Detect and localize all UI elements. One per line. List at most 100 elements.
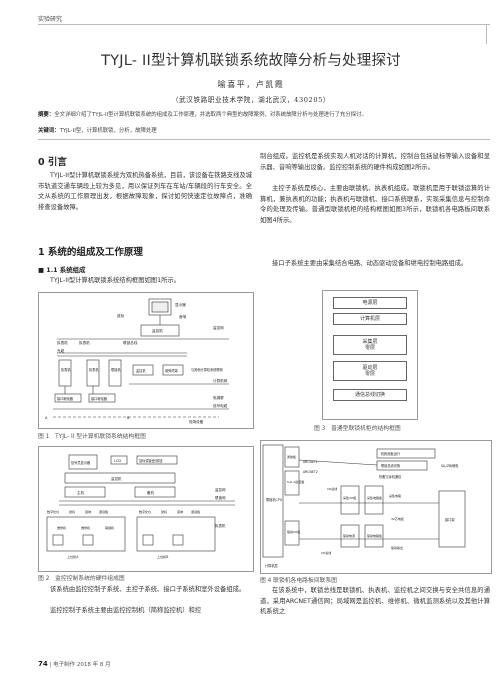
keywords: 关键词：TYJL-II型，计算机联锁，分析，故障处理 <box>38 127 490 135</box>
fig1-display-screen <box>151 301 169 313</box>
fig1-b-label: B <box>127 416 130 420</box>
page-footer: 74 | 电子制作 2018 年 8 月 <box>38 660 111 668</box>
abstract-separator <box>38 139 490 140</box>
fig2-c-label: 数字化仪 <box>47 509 59 514</box>
fig3-layer-1: 计算机层 <box>333 313 407 325</box>
fig2-i-label: 音响 <box>177 509 183 514</box>
fig4-calc-label: 计算机层 <box>265 563 278 568</box>
fig4-hw-label: 热备冗余机通信 <box>379 474 402 479</box>
fig1-unit-d-label: 监控机 <box>136 368 146 373</box>
fig4-drv-board <box>284 520 300 546</box>
fig4-net-mon <box>376 448 436 459</box>
figure-1-diagram: 显示器 鼠标 音响 监控机 监控网 执表机 执表机 联锁总线 光缆 执表机 执表… <box>45 298 229 424</box>
article-authors: 喻喜平，卢凯霞 <box>217 80 285 89</box>
fig4-collect-board <box>340 485 360 515</box>
figure-4-diagram: 联锁机CPU 通信板 ARCNET1 ARCNET2 S-D-A监控板 机柜面板… <box>262 444 466 568</box>
figure-2-caption: 图 2 监控控制系统的硬件组成图 <box>38 576 125 582</box>
fig2-o-label: 上位机B <box>157 554 168 559</box>
fig2-slot-2 <box>82 534 94 546</box>
fig2-unit-right <box>136 516 216 552</box>
figure-2: 信号员显示器 LCD 鼠标或键盘/按钮 监控机 主机 备机 监控网 联锁网 数字… <box>38 446 254 572</box>
fig1-dc-label: 与其他计算机系统联网 <box>191 367 223 372</box>
figure-3: 电源层计算机层采集层 零层驱动层 零层通信总线切换 <box>322 290 418 420</box>
section11-paragraph: TYJL-II型计算机联锁系统结构框图如图1所示。 <box>50 277 180 284</box>
intro-paragraph: TYJL-II型计算机联锁系统为双机热备系统，目前，该设备在铁路支线及城市轨道交… <box>38 172 252 211</box>
fig4-drvc-label: 驱动电路板 <box>367 533 382 538</box>
figure-4: 联锁机CPU 通信板 ARCNET1 ARCNET2 S-D-A监控板 机柜面板… <box>260 440 492 574</box>
fig2-slot-3 <box>142 534 154 546</box>
fig2-comm-box <box>68 454 98 470</box>
keywords-label: 关键词： <box>38 128 60 134</box>
figure-4-caption: 图 4 联锁机各电路板间联系图 <box>260 578 337 584</box>
figure-1: 显示器 鼠标 音响 监控机 监控网 执表机 执表机 联锁总线 光缆 执表机 执表… <box>38 292 254 429</box>
fig1-unit-b <box>86 359 100 387</box>
fig1-lock-bus-label: 联锁总线 <box>123 340 138 345</box>
fig2-net1-label: 监控网 <box>215 487 226 492</box>
fig1-unit-c <box>108 359 122 387</box>
fig4-drvio-label: 驱动电源 <box>343 533 355 538</box>
abstract-label: 摘要： <box>38 112 55 118</box>
figure-1-caption: 图 1 TYJL- II 型计算机联锁系统结构框图 <box>38 434 146 440</box>
fig2-m-label: 联锁机 <box>105 525 115 530</box>
section1-heading: 1 系统的组成及工作原理 <box>38 247 143 258</box>
fig2-e-label: 音响 <box>85 509 91 514</box>
figure-3-caption: 图 3 普通型联锁机柜的结构框图 <box>314 426 401 432</box>
fig2-exec-label: 执表机 <box>215 523 226 528</box>
fig1-audio-label: 音响 <box>179 314 187 319</box>
fig1-monitor-net-label: 监控网 <box>213 325 224 330</box>
fig1-mouse-label: 鼠标 <box>117 313 125 318</box>
fig2-keyboard-label: 鼠标或键盘/按钮 <box>139 458 163 463</box>
fig3-layer-2: 采集层 零层 <box>333 335 407 355</box>
fig4-cpu-label: 联锁机CPU <box>266 497 283 502</box>
fig1-unit-e <box>162 364 184 376</box>
left-bottom-paragraph-2: 监控控制子系统主要由监控控制机（简称监控机）和控 <box>50 607 202 614</box>
fig4-drvio-box <box>340 524 360 548</box>
fig4-iface-label: 接口架 <box>445 517 455 522</box>
fig2-monitor-box <box>64 472 176 484</box>
fig2-unit-left <box>46 516 126 552</box>
page-number: 74 <box>38 660 48 668</box>
fig4-io2-label: I/O总线 <box>321 550 331 555</box>
fig2-g-label: 数字化仪 <box>139 509 151 514</box>
fig4-cpu-frame <box>262 444 284 558</box>
fig1-driver-b <box>88 393 116 403</box>
fig4-comm-board <box>284 446 300 468</box>
fig1-unit-e-label: 维修终端 <box>165 368 179 373</box>
right-paragraph-3: 接口子系统主要由采集结合电路、动态驱动设备和继电控制电路组成。 <box>272 260 468 267</box>
fig4-io1-label: I/O总线 <box>327 486 337 491</box>
fig1-driver-a <box>54 393 82 403</box>
fig1-coord-label: 光缆 <box>57 348 65 353</box>
fig4-drv-label: 驱动I/O板 <box>287 529 300 534</box>
fig2-slot-4 <box>172 534 184 546</box>
fig4-comm-board-label: 通信板 <box>287 454 296 459</box>
fig2-host-a <box>64 486 106 498</box>
fig2-keyboard-box <box>136 455 178 465</box>
fig3-layer-3: 驱动层 零层 <box>333 361 407 381</box>
journal-name: 电子制作 2018 年 8 月 <box>53 662 111 668</box>
fig1-exec-b-label: 执表机 <box>79 340 90 345</box>
header-rule <box>38 24 490 25</box>
fig4-iface <box>438 490 466 548</box>
figure-2-diagram: 信号员显示器 LCD 鼠标或键盘/按钮 监控机 主机 备机 监控网 联锁网 数字… <box>46 454 235 559</box>
fig1-unit-c-label: 联锁机 <box>111 367 121 372</box>
keywords-text: TYJL-II型，计算机联锁，分析，故障处理 <box>59 128 157 134</box>
fig1-unit-b-label: 执表机 <box>89 367 99 372</box>
fig1-computer-net-label: 计算机网 <box>213 378 228 383</box>
fig1-power-label: 电源屏 <box>213 395 224 400</box>
fig1-monitor-label: 监控机 <box>152 328 163 333</box>
fig1-exec-a-label: 执表机 <box>57 340 68 345</box>
header-rule-vertical <box>486 24 487 44</box>
abstract-text: 全文详细介绍了TYJL-II型计算机联锁系统的组成及工作原理，并选取两个典型的故… <box>54 112 367 118</box>
fig1-unit-d <box>132 364 154 376</box>
article-title: TYJL- II型计算机联锁系统故障分析与处理探讨 <box>101 53 401 69</box>
fig1-driver-b-label: 接口继电器 <box>91 396 108 401</box>
fig2-host-a-label: 主机 <box>77 490 84 495</box>
fig2-l-label: 维修机 <box>81 525 91 530</box>
section11-heading: ■ 1.1 系统组成 <box>38 266 86 274</box>
fig2-net2-label: 联锁网 <box>215 495 226 500</box>
left-bottom-paragraph-1: 该系统由监控控制子系统、主控子系统、接口子系统和室外设备组成。 <box>50 586 246 593</box>
fig1-display-label: 显示器 <box>175 303 186 307</box>
fig4-drvout-label: 驱动输出 <box>391 545 403 550</box>
right-paragraph-1: 制台组成。监控机是系统实现人机对话的计算机，控制台包括鼠标等输入设备和显示器、音… <box>260 153 490 171</box>
fig4-sjl-label: SJL/ZBJ继电 <box>441 463 459 468</box>
